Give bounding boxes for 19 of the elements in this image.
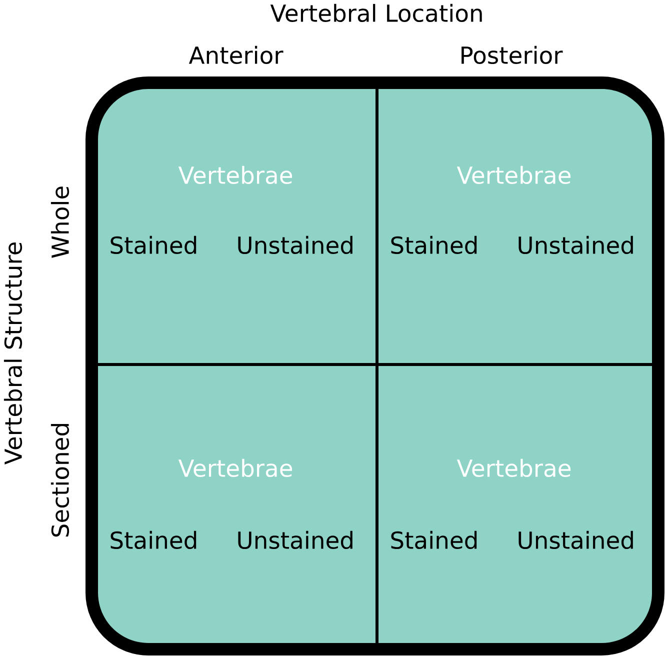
quadrant-title: Vertebrae (456, 166, 571, 184)
column-header: Posterior (462, 46, 563, 64)
category-label: Unstained (518, 236, 633, 254)
category-label: Stained (391, 236, 477, 254)
quadrant-title: Vertebrae (178, 458, 292, 478)
axis-title: Vertebral Structure (4, 242, 22, 465)
quadrant-title: Vertebrae (178, 166, 292, 184)
category-label: Unstained (518, 530, 633, 550)
row-header: Sectioned (50, 424, 70, 537)
row-header: Whole (50, 186, 70, 258)
rounded-frame (86, 76, 664, 656)
category-label: Stained (110, 530, 196, 550)
column-header: Anterior (188, 46, 284, 64)
axis-title: Vertebral Location (270, 4, 482, 22)
category-label: Unstained (238, 530, 352, 550)
category-label: Unstained (238, 236, 352, 254)
category-label: Stained (391, 530, 477, 550)
category-label: Stained (110, 236, 196, 254)
quadrant-title: Vertebrae (456, 458, 571, 478)
